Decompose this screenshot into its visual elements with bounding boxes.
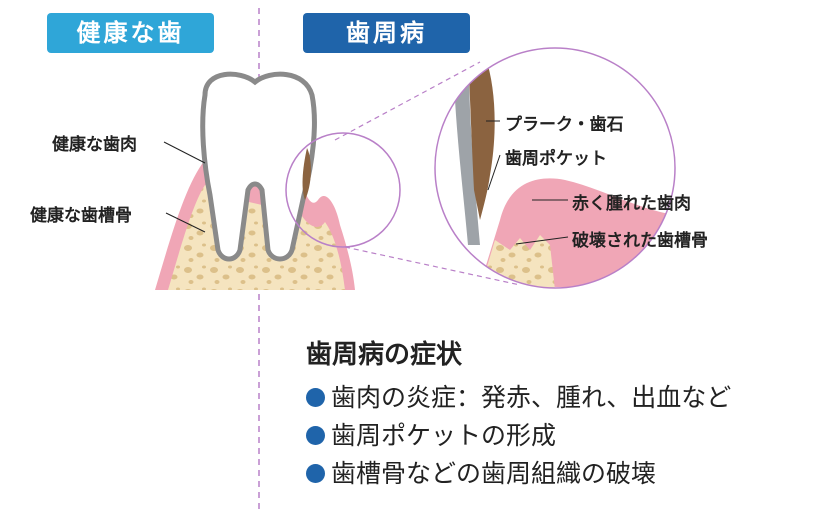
- plaque-small: [302, 148, 311, 200]
- bullet-icon: [306, 426, 325, 445]
- tooth: [200, 71, 317, 262]
- label-pocket: 歯周ポケット: [505, 149, 607, 169]
- symptoms-section: 歯周病の症状 歯肉の炎症：発赤、腫れ、出血など 歯周ポケットの形成 歯槽骨などの…: [306, 334, 731, 493]
- label-healthy-bone: 健康な歯槽骨: [30, 206, 132, 226]
- label-swollen-gum: 赤く腫れた歯肉: [572, 194, 691, 214]
- healthy-teeth-badge: 健康な歯: [47, 13, 214, 53]
- periodontal-disease-badge: 歯周病: [303, 13, 470, 53]
- symptoms-title: 歯周病の症状: [306, 340, 463, 370]
- bullet-icon: [306, 388, 325, 407]
- bullet-icon: [306, 464, 325, 483]
- label-plaque: プラーク・歯石: [505, 115, 624, 135]
- zoom-detail: [435, 48, 675, 288]
- symptom-item: 歯周ポケットの形成: [306, 417, 731, 455]
- symptom-item: 歯肉の炎症：発赤、腫れ、出血など: [306, 379, 731, 417]
- small-zoom-circle: [285, 132, 401, 248]
- large-zoom-circle: [434, 47, 676, 289]
- symptom-item: 歯槽骨などの歯周組織の破壊: [306, 455, 731, 493]
- label-healthy-gum: 健康な歯肉: [52, 135, 137, 155]
- label-destroyed-bone: 破壊された歯槽骨: [572, 231, 708, 251]
